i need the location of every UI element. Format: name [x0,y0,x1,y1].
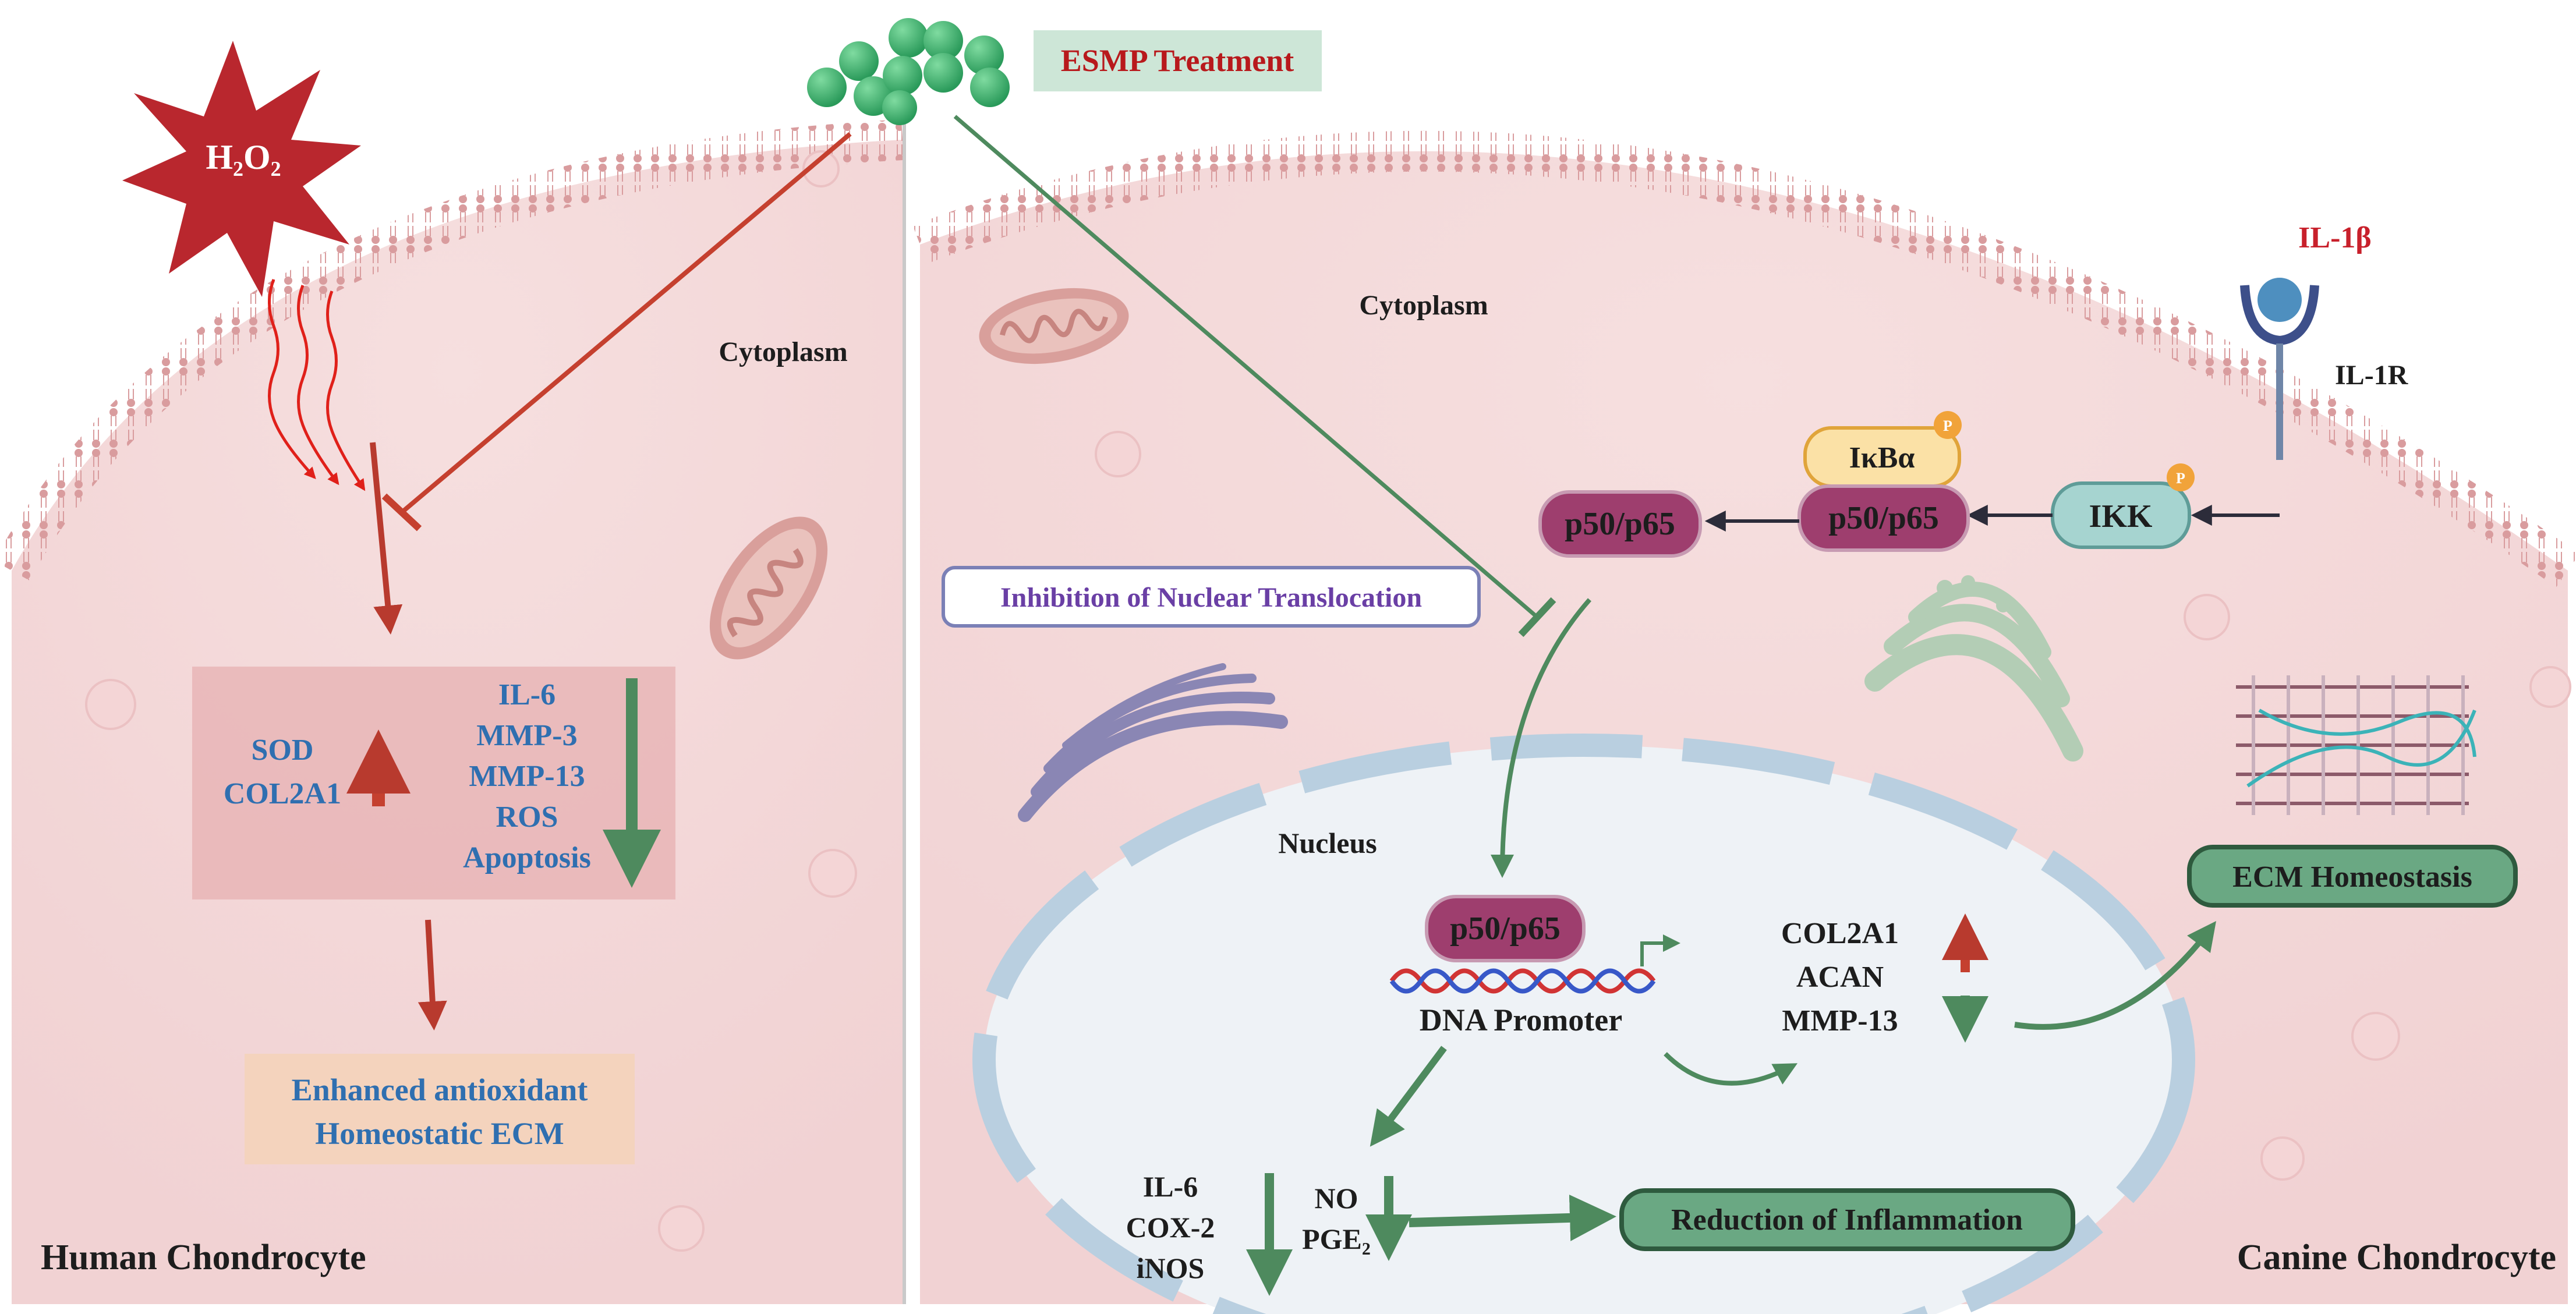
phospho-label: P [1943,417,1952,434]
human-up-marker: COL2A1 [224,777,341,810]
human-outcome-arrow [417,919,447,1030]
promoter-to-cytokines-arrow [1370,1046,1447,1147]
human-down-marker: IL-6 [498,678,555,711]
p50p65-free-label: p50/p65 [1565,506,1675,542]
golgi-icon [1864,575,2083,762]
mitochondrion-icon [979,288,1129,364]
human-outcome-line: Homeostatic ECM [315,1116,564,1151]
transcription-start-icon [1640,934,1680,966]
p50p65-nuclear-label: p50/p65 [1450,911,1561,947]
dna-promoter-label: DNA Promoter [1420,1003,1622,1037]
human-marker-box [192,667,675,899]
il1r-label: IL-1R [2335,360,2409,391]
p50p65-free-node [1538,490,1702,558]
human-outcome-line: Enhanced antioxidant [292,1072,588,1107]
ecm-mesh-icon [2236,675,2476,815]
il1-receptor-icon [2240,278,2319,460]
ecm-homeostasis-box [2187,845,2518,908]
nucleus [972,734,2195,1314]
canine-cytoplasm-label: Cytoplasm [1359,290,1488,321]
inflammation-box [1619,1188,2075,1251]
nucleus-label: Nucleus [1278,827,1377,859]
p50p65-nuclear-node [1425,895,1586,962]
ikba-label: IκBα [1849,441,1915,474]
genes-to-ecm-arrow [2014,921,2217,1030]
human-down-marker: Apoptosis [463,841,591,874]
human-cytoplasm-label: Cytoplasm [719,337,847,367]
mediator-label: NO [1315,1182,1358,1214]
esmp-beads-icon [807,18,1010,125]
cytokine-label: IL-6 [1143,1170,1198,1203]
canine-cell [912,130,2576,1314]
h2o2-label: H₂O₂ [206,138,281,176]
endoplasmic-reticulum-icon [1018,663,1288,822]
inhibition-bar-icon [381,493,422,532]
human-panel-label: Human Chondrocyte [41,1238,366,1277]
phospho-label: P [2176,470,2185,487]
human-down-marker: ROS [496,801,558,834]
esmp-canine-inhibition-line [953,115,1539,619]
esmp-label: ESMP Treatment [1061,43,1294,78]
mitochondrion-icon [709,516,828,660]
gene-label: ACAN [1796,961,1884,994]
human-response-arrow [370,442,403,635]
phospho-icon [2167,463,2195,491]
human-up-marker: SOD [252,734,314,767]
promoter-to-genes-arrow [1664,1052,1798,1086]
esmp-label-box [1034,30,1322,91]
ikk-label: IKK [2089,498,2153,534]
human-outcome-box [245,1054,635,1164]
cytokine-label: COX-2 [1126,1211,1215,1244]
p50p65-bound-node [1797,484,1970,552]
translocation-arrow [1491,598,1592,878]
human-down-marker: MMP-3 [476,719,577,752]
h2o2-star-icon [122,41,361,297]
human-down-marker: MMP-13 [469,760,585,793]
il1b-label: IL-1β [2298,221,2372,254]
p50p65-bound-label: p50/p65 [1828,500,1939,536]
inhibition-bar-icon [1518,597,1556,637]
canine-panel-label: Canine Chondrocyte [2237,1238,2556,1277]
to-inflammation-arrow [1409,1194,1616,1241]
oxidative-wave-icon [268,279,366,491]
gene-label: MMP-13 [1782,1004,1898,1037]
gene-label: COL2A1 [1781,917,1899,950]
dna-helix-icon [1389,968,1656,994]
inflammation-label: Reduction of Inflammation [1671,1203,2023,1237]
ecm-homeostasis-label: ECM Homeostasis [2232,860,2472,894]
mediator-label: PGE₂ [1302,1223,1371,1255]
esmp-human-inhibition-line [400,132,852,515]
phospho-icon [1934,411,1962,439]
inhibition-label-box [942,566,1481,628]
inhibition-label: Inhibition of Nuclear Translocation [1000,582,1422,613]
cytokine-label: iNOS [1137,1252,1205,1284]
